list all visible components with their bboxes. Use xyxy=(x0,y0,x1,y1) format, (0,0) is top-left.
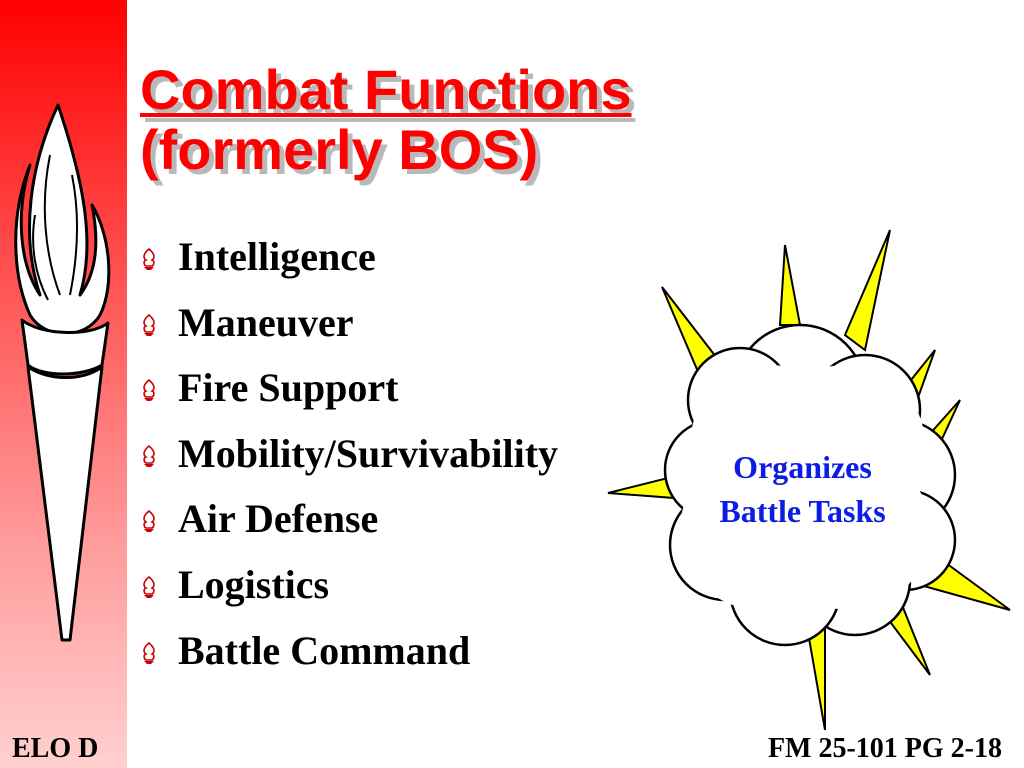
list-item: Battle Command xyxy=(140,622,558,688)
list-item: Logistics xyxy=(140,556,558,622)
flame-bullet-icon xyxy=(143,575,155,598)
bullet-text: Air Defense xyxy=(178,496,379,542)
explosion-callout-graphic xyxy=(607,229,1011,731)
flame-bullet-icon xyxy=(143,641,155,664)
callout-text: Organizes Battle Tasks xyxy=(690,445,915,533)
bullet-text: Fire Support xyxy=(178,365,399,411)
flame-bullet-icon xyxy=(143,510,155,533)
list-item: Mobility/Survivability xyxy=(140,425,558,491)
title-line-2: (formerly BOS) xyxy=(140,118,539,181)
bullet-text: Intelligence xyxy=(178,234,376,279)
callout-line-1: Organizes xyxy=(733,449,872,485)
sidebar-gradient: ELO D xyxy=(0,0,127,768)
flame-bullet-icon xyxy=(143,313,155,336)
flame-bullet-icon xyxy=(143,379,155,402)
list-item: Fire Support xyxy=(140,359,558,425)
torch-icon xyxy=(14,103,111,642)
bullet-text: Battle Command xyxy=(178,627,471,673)
bullet-list: Intelligence Maneuver Fire Support Mobil… xyxy=(140,228,558,687)
flame-bullet-icon xyxy=(143,444,155,467)
bullet-text: Maneuver xyxy=(178,299,354,345)
slide-title: Combat Functions (formerly BOS) xyxy=(140,60,632,180)
title-line-1: Combat Functions xyxy=(140,58,632,121)
flame-bullet-icon xyxy=(143,248,155,270)
callout-line-2: Battle Tasks xyxy=(719,493,886,529)
list-item: Intelligence xyxy=(140,228,558,294)
list-item: Maneuver xyxy=(140,294,558,360)
bullet-text: Logistics xyxy=(178,561,330,607)
footer-reference-label: FM 25-101 PG 2-18 xyxy=(767,733,1002,764)
bullet-text: Mobility/Survivability xyxy=(178,430,559,476)
list-item: Air Defense xyxy=(140,490,558,556)
footer-elo-label: ELO D xyxy=(12,733,99,764)
